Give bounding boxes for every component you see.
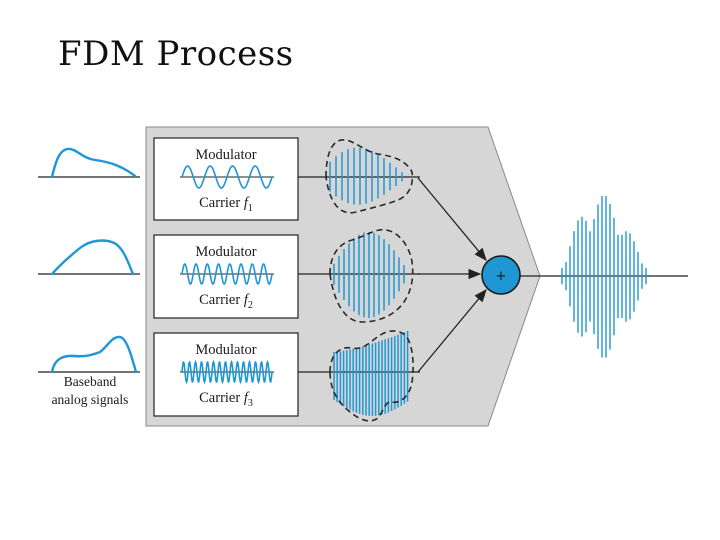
carrier-label: Carrier f1 <box>199 195 253 214</box>
baseband-signal-3 <box>38 335 140 374</box>
carrier-label: Carrier f2 <box>199 292 253 311</box>
baseband-caption-line-2: analog signals <box>52 392 129 407</box>
envelope-outline-3 <box>329 330 414 422</box>
modulator-label: Modulator <box>195 147 256 163</box>
baseband-caption-line-1: Baseband <box>64 374 117 389</box>
modulator-block-3: Modulator Carrier f3 <box>153 332 299 417</box>
arrow-to-summer-3 <box>417 288 487 373</box>
baseband-signal-1 <box>38 147 140 179</box>
slide-title: FDM Process <box>58 34 294 74</box>
carrier-wave-3 <box>181 359 273 385</box>
composite-output-signal <box>561 196 647 358</box>
modulator-label: Modulator <box>195 244 256 260</box>
plus-sign: + <box>496 269 507 284</box>
carrier-wave-2 <box>181 263 273 285</box>
carrier-label: Carrier f3 <box>199 390 253 409</box>
baseband-signal-2 <box>38 239 140 276</box>
modulator-block-1: Modulator Carrier f1 <box>153 137 299 221</box>
envelope-outline-1 <box>325 139 414 214</box>
carrier-wave-1 <box>181 165 273 189</box>
modulated-signal-2 <box>329 228 414 323</box>
modulator-label: Modulator <box>195 342 256 358</box>
modulated-signal-3 <box>329 330 414 422</box>
summer-node: + <box>481 255 521 295</box>
arrow-to-summer-1 <box>417 177 487 262</box>
envelope-outline-2 <box>329 228 414 323</box>
modulated-signal-1 <box>325 139 414 214</box>
modulator-block-2: Modulator Carrier f2 <box>153 234 299 319</box>
